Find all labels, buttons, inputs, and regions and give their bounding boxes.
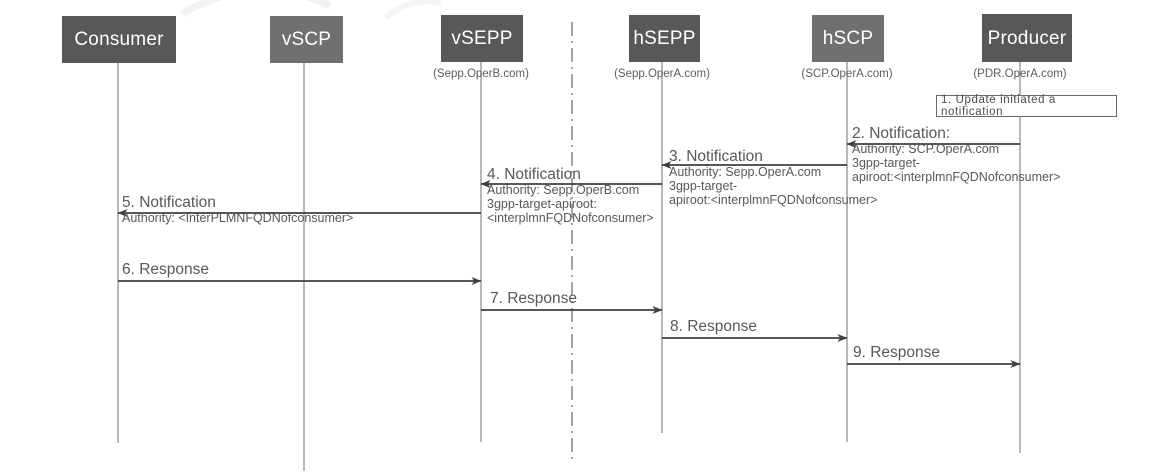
- actor-subtitle-producer: (PDR.OperA.com): [973, 68, 1067, 80]
- note-update-initiated: 1. Update initiated a notification: [936, 94, 1117, 118]
- message-number-m6: 6. Response: [122, 261, 210, 278]
- actor-box-vscp[interactable]: vSCP: [270, 16, 343, 63]
- actor-label-vsepp: vSEPP: [451, 28, 513, 49]
- actor-subtitle-vsepp: (Sepp.OperB.com): [433, 68, 529, 80]
- message-detail-m3-1: 3gpp-target-: [669, 179, 738, 194]
- actor-box-consumer[interactable]: Consumer: [62, 16, 176, 63]
- message-detail-m3-0: Authority: Sepp.OperA.com: [669, 165, 822, 180]
- actor-label-vscp: vSCP: [281, 29, 332, 50]
- actor-label-producer: Producer: [987, 27, 1067, 49]
- actor-box-producer[interactable]: Producer: [982, 14, 1072, 62]
- watermark-arc: [180, 0, 442, 21]
- note-text: 1. Update initiated a notification: [941, 94, 1056, 118]
- lifelines-group: [117, 62, 1021, 471]
- actor-subtitle-hsepp: (Sepp.OperA.com): [614, 68, 710, 80]
- message-detail-m4-2: <interplmnFQDNofconsumer>: [487, 211, 654, 226]
- message-detail-m5-0: Authority: <InterPLMNFQDNofconsumer>: [122, 211, 354, 226]
- message-detail-m4-0: Authority: Sepp.OperB.com: [487, 183, 640, 198]
- message-label-m7: 7. Response: [490, 290, 577, 307]
- message-number-m5: 5. Notification: [122, 194, 216, 211]
- actor-subtitle-hscp: (SCP.OperA.com): [801, 68, 893, 80]
- message-detail-m2-0: Authority: SCP.OperA.com: [852, 142, 1000, 157]
- message-number-m4: 4. Notification: [487, 166, 581, 183]
- message-label-m2: 2. Notification:Authority: SCP.OperA.com…: [852, 125, 1060, 184]
- message-detail-m2-1: 3gpp-target-: [852, 156, 921, 171]
- message-detail-m3-2: apiroot:<interplmnFQDNofconsumer>: [669, 193, 878, 208]
- message-number-m2: 2. Notification:: [852, 125, 951, 142]
- actor-label-consumer: Consumer: [74, 29, 164, 50]
- message-label-m8: 8. Response: [670, 318, 757, 335]
- message-label-m6: 6. Response: [122, 261, 209, 278]
- actor-label-hscp: hSCP: [822, 28, 874, 49]
- message-arrows-group: [117, 140, 1021, 368]
- message-number-m9: 9. Response: [853, 344, 941, 361]
- actor-box-vsepp[interactable]: vSEPP: [441, 15, 523, 62]
- message-number-m3: 3. Notification: [669, 148, 763, 165]
- message-detail-m2-2: apiroot:<interplmnFQDNofconsumer>: [852, 170, 1061, 185]
- message-number-m7: 7. Response: [490, 290, 578, 307]
- actor-box-hsepp[interactable]: hSEPP: [629, 15, 700, 62]
- message-detail-m4-1: 3gpp-target-apiroot:: [487, 197, 597, 212]
- message-number-m8: 8. Response: [670, 318, 758, 335]
- actor-box-hscp[interactable]: hSCP: [812, 15, 884, 62]
- actor-label-hsepp: hSEPP: [633, 28, 696, 49]
- message-label-m9: 9. Response: [853, 344, 940, 361]
